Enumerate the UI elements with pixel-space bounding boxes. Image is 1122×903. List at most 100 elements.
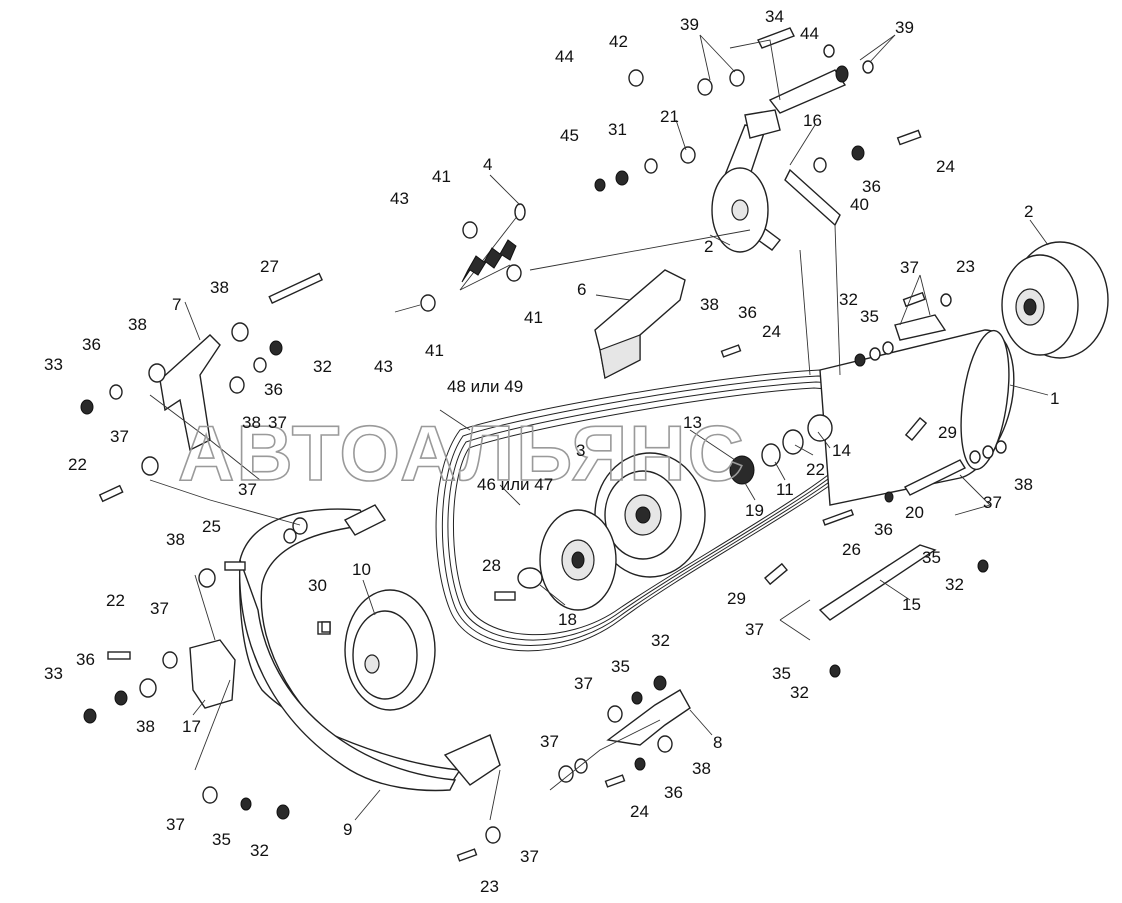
callout: 36 bbox=[264, 380, 283, 399]
bushings bbox=[729, 414, 833, 485]
callout: 27 bbox=[260, 257, 279, 276]
callout: 37 bbox=[166, 815, 185, 834]
callout: 36 bbox=[82, 335, 101, 354]
cylinder-34 bbox=[757, 27, 849, 114]
callout: 38 bbox=[166, 530, 185, 549]
callout: 24 bbox=[936, 157, 955, 176]
belt bbox=[435, 369, 888, 652]
callout: 37 bbox=[268, 413, 287, 432]
callout: 13 bbox=[683, 413, 702, 432]
callout: 41 bbox=[425, 341, 444, 360]
callout: 32 bbox=[250, 841, 269, 860]
callout: 36 bbox=[862, 177, 881, 196]
callout: 34 bbox=[765, 7, 784, 26]
watermark: АВТОАЛЬЯНС bbox=[178, 409, 746, 497]
pulley-center bbox=[594, 452, 706, 578]
callout: 39 bbox=[895, 18, 914, 37]
callout: 10 bbox=[352, 560, 371, 579]
callout: 32 bbox=[651, 631, 670, 650]
callout: 37 bbox=[745, 620, 764, 639]
callout: 23 bbox=[956, 257, 975, 276]
callout: 16 bbox=[803, 111, 822, 130]
callout: 37 bbox=[110, 427, 129, 446]
strip-20 bbox=[903, 459, 967, 496]
callout: 9 bbox=[343, 820, 352, 839]
callout: 11 bbox=[776, 480, 794, 499]
housing-cylinder bbox=[819, 314, 1015, 506]
callout: 37 bbox=[150, 599, 169, 618]
callout: 31 bbox=[608, 120, 627, 139]
callout: 6 bbox=[577, 280, 586, 299]
callout: 42 bbox=[609, 32, 628, 51]
callout: 8 bbox=[713, 733, 722, 752]
callout: 44 bbox=[800, 24, 819, 43]
callout: 37 bbox=[520, 847, 539, 866]
callout: 14 bbox=[832, 441, 851, 460]
callout: 37 bbox=[238, 480, 257, 499]
callout: 29 bbox=[938, 423, 957, 442]
guard-9-clip bbox=[343, 504, 501, 786]
callout: 1 bbox=[1050, 389, 1059, 408]
callout: 28 bbox=[482, 556, 501, 575]
callout: 33 bbox=[44, 664, 63, 683]
tensioner-arm bbox=[711, 109, 841, 253]
callout: 38 bbox=[136, 717, 155, 736]
callout: 35 bbox=[922, 548, 941, 567]
callout: 21 bbox=[660, 107, 679, 126]
callout: 43 bbox=[374, 357, 393, 376]
plate-8 bbox=[606, 689, 691, 746]
callout: 26 bbox=[842, 540, 861, 559]
callout: 39 bbox=[680, 15, 699, 34]
callout: 20 bbox=[905, 503, 924, 522]
callout: 29 bbox=[727, 589, 746, 608]
callout: 33 bbox=[44, 355, 63, 374]
leader-lines bbox=[149, 34, 1049, 821]
callout: 2 bbox=[704, 237, 713, 256]
callout: 38 bbox=[242, 413, 261, 432]
callout: 32 bbox=[839, 290, 858, 309]
callout: 24 bbox=[630, 802, 649, 821]
callout: 46 или 47 bbox=[477, 475, 553, 494]
callout: 35 bbox=[860, 307, 879, 326]
callout: 18 bbox=[558, 610, 577, 629]
callout: 38 bbox=[700, 295, 719, 314]
callout: 41 bbox=[432, 167, 451, 186]
callout: 48 или 49 bbox=[447, 377, 523, 396]
callout: 41 bbox=[524, 308, 543, 327]
pulley-front bbox=[539, 509, 617, 611]
callout: 37 bbox=[983, 493, 1002, 512]
drum-10 bbox=[317, 589, 436, 711]
belt-guard-left bbox=[238, 508, 462, 792]
callout: 37 bbox=[540, 732, 559, 751]
callout: 22 bbox=[106, 591, 125, 610]
callout: 36 bbox=[76, 650, 95, 669]
callout: 32 bbox=[790, 683, 809, 702]
callout-labels: 1 2 2 3 4 6 7 8 9 10 11 13 14 15 16 17 1… bbox=[44, 7, 1059, 896]
callout: 37 bbox=[900, 258, 919, 277]
callout: 15 bbox=[902, 595, 921, 614]
callout: 36 bbox=[738, 303, 757, 322]
washer-18 bbox=[517, 567, 543, 589]
callout: 32 bbox=[313, 357, 332, 376]
callout: 45 bbox=[560, 126, 579, 145]
callout: 4 bbox=[483, 155, 492, 174]
bracket-6 bbox=[594, 269, 686, 380]
pulley-right bbox=[1001, 241, 1109, 359]
callout: 19 bbox=[745, 501, 764, 520]
callout: 43 bbox=[390, 189, 409, 208]
callout: 38 bbox=[692, 759, 711, 778]
guard-17 bbox=[189, 639, 236, 709]
callout: 40 bbox=[850, 195, 869, 214]
callout: 38 bbox=[210, 278, 229, 297]
callout: 30 bbox=[308, 576, 327, 595]
callout: 23 bbox=[480, 877, 499, 896]
callout: 35 bbox=[212, 830, 231, 849]
callout: 17 bbox=[182, 717, 201, 736]
strip-15 bbox=[818, 544, 937, 621]
callout: 35 bbox=[611, 657, 630, 676]
callout: 22 bbox=[806, 460, 825, 479]
callout: 38 bbox=[1014, 475, 1033, 494]
callout: 3 bbox=[576, 441, 585, 460]
callout: 24 bbox=[762, 322, 781, 341]
